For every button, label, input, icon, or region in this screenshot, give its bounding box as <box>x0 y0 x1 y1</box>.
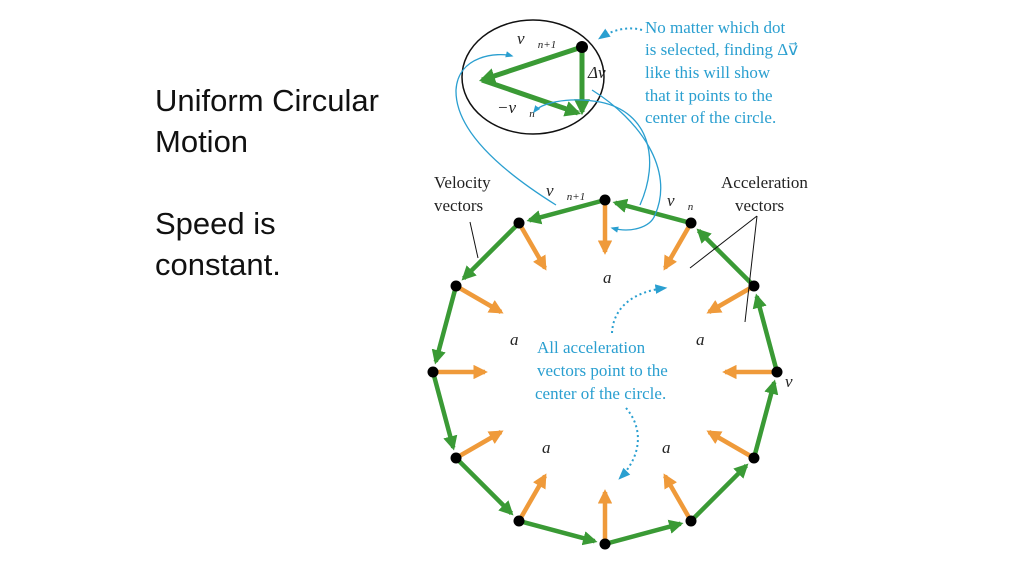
inset-v-next-arrow <box>478 44 583 84</box>
inset-dot <box>576 41 588 53</box>
velocity-arrow <box>454 456 514 516</box>
title-line-2: Motion <box>155 124 249 159</box>
inset-v-next-label: v⃗n+1 <box>517 29 556 51</box>
subtitle-line-1: Speed is <box>155 206 276 241</box>
top-note: No matter which dot is selected, finding… <box>645 18 802 127</box>
position-dot <box>450 452 462 464</box>
velocity-leader <box>469 221 479 259</box>
position-dot <box>599 538 611 550</box>
position-dots <box>427 194 783 550</box>
connector-center-up <box>611 284 668 334</box>
position-dot <box>450 280 462 292</box>
position-dot <box>599 194 611 206</box>
acceleration-arrow <box>706 284 756 314</box>
position-dot <box>513 217 525 229</box>
connector-center-down <box>618 407 639 480</box>
position-dot <box>771 366 783 378</box>
velocity-arrow <box>604 519 684 547</box>
slide-title: Uniform Circular Motion Speed is constan… <box>155 80 415 285</box>
acceleration-leader-1 <box>689 215 758 269</box>
inset-delta-v-label: Δv⃗ <box>587 63 619 82</box>
velocity-arrow <box>431 285 459 365</box>
acceleration-vectors <box>433 200 777 544</box>
velocity-arrow <box>430 371 458 451</box>
v-n-label: v⃗n <box>667 191 694 213</box>
position-dot <box>513 515 525 527</box>
position-dot <box>427 366 439 378</box>
velocity-arrow <box>526 197 606 225</box>
velocity-arrow <box>751 379 779 459</box>
acceleration-arrow <box>663 221 693 271</box>
connector-delta-v-curve <box>591 89 662 233</box>
a-label-bottom-left: a⃗ <box>542 438 564 457</box>
acceleration-arrow <box>517 221 547 271</box>
velocity-arrow <box>518 518 598 546</box>
velocity-arrow <box>696 228 756 288</box>
velocity-arrow <box>461 221 521 281</box>
velocity-vectors-label: Velocity vectors <box>434 173 495 215</box>
connector-v-next <box>455 51 557 206</box>
velocity-arrow <box>689 463 749 523</box>
acceleration-arrow <box>706 430 756 460</box>
inset-ellipse <box>461 19 605 135</box>
inset-neg-v-n-label: −v⃗n <box>497 98 535 120</box>
acceleration-arrow <box>517 473 547 523</box>
a-label-left: a⃗ <box>510 330 532 349</box>
title-line-1: Uniform Circular <box>155 83 379 118</box>
a-label-bottom-right: a⃗ <box>662 438 684 457</box>
center-note: All acceleration vectors point to the ce… <box>535 338 672 403</box>
velocity-arrow <box>752 293 780 373</box>
velocity-arrow <box>612 198 692 226</box>
connector-top-note <box>598 27 643 40</box>
subtitle-line-2: constant. <box>155 247 281 282</box>
acceleration-vectors-label: Acceleration vectors <box>721 173 812 215</box>
acceleration-arrow <box>454 284 504 314</box>
acceleration-leader-2 <box>744 215 758 323</box>
position-dot <box>685 515 697 527</box>
a-label-right: a⃗ <box>696 330 718 349</box>
position-dot <box>685 217 697 229</box>
a-label-top: a⃗ <box>603 268 625 287</box>
inset-neg-v-n-arrow <box>481 77 582 117</box>
position-dot <box>748 452 760 464</box>
v-next-label: v⃗n+1 <box>546 181 585 203</box>
acceleration-arrow <box>454 430 504 460</box>
velocity-vectors <box>430 197 780 547</box>
position-dot <box>748 280 760 292</box>
acceleration-arrow <box>663 473 693 523</box>
connector-v-n <box>533 99 651 206</box>
v-label-right: v⃗ <box>785 372 806 391</box>
